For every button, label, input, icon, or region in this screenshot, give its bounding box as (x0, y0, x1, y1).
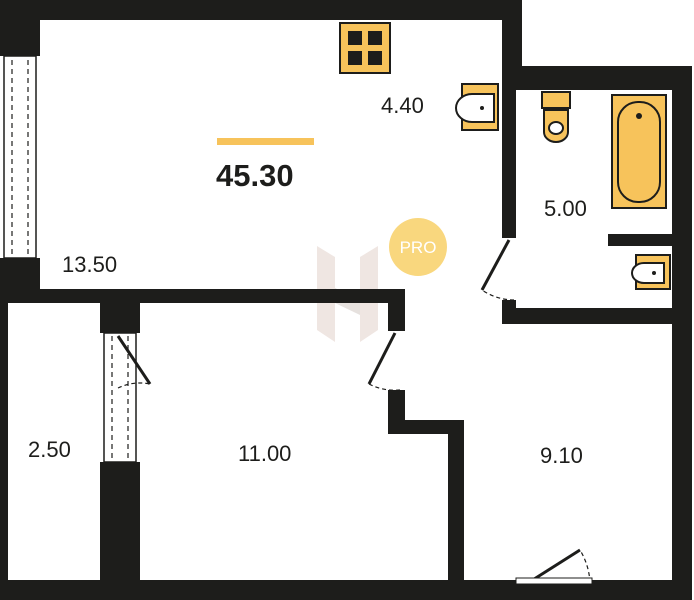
room-area-kitchen: 4.40 (381, 93, 424, 118)
window-living (3, 55, 37, 259)
sink-icon (631, 254, 671, 290)
pro-badge: PRO (389, 218, 447, 276)
door-balcony (116, 335, 152, 389)
stove-icon (339, 22, 391, 74)
room-area-balcony: 2.50 (28, 437, 71, 462)
room-area-living: 13.50 (62, 252, 117, 277)
door-bedroom (367, 332, 401, 391)
door-bathroom (480, 239, 515, 301)
sink-icon (455, 83, 499, 131)
pro-badge-text: PRO (400, 238, 437, 257)
window-balcony (103, 332, 137, 463)
room-area-hall: 9.10 (540, 443, 583, 468)
total-area-accent-bar (217, 138, 314, 145)
room-area-bedroom: 11.00 (238, 441, 291, 466)
bathtub-icon (611, 94, 667, 209)
total-area: 45.30 (216, 158, 294, 193)
toilet-icon (541, 91, 571, 143)
door-entrance (515, 548, 593, 591)
room-area-bathroom: 5.00 (544, 196, 587, 221)
